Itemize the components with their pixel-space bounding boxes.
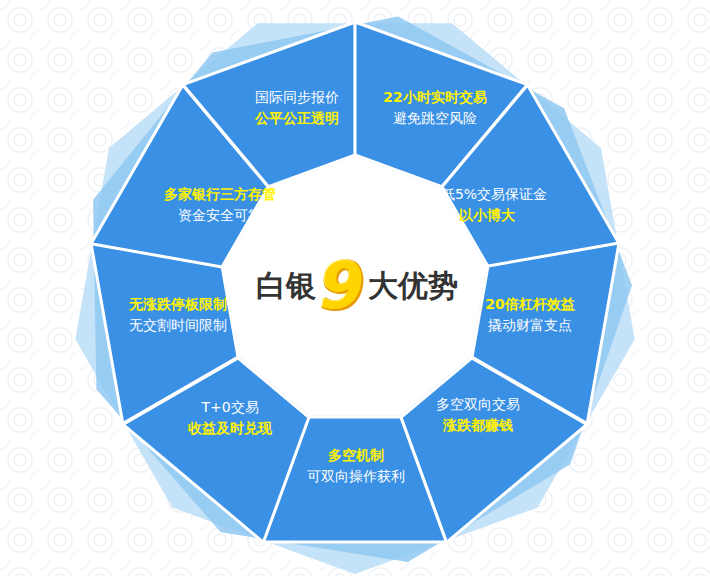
advantage-segment: 多家银行三方存管资金安全可靠 xyxy=(91,85,268,267)
body-text: 资金安全可靠 xyxy=(164,205,276,226)
segment-text: 多家银行三方存管资金安全可靠 xyxy=(164,184,276,226)
body-text: 撬动财富支点 xyxy=(485,315,574,336)
highlight-text: 22小时实时交易 xyxy=(383,87,486,108)
body-text: 避免跳空风险 xyxy=(383,108,486,129)
body-text: T+0交易 xyxy=(188,397,272,418)
segment-text: 无涨跌停板限制无交割时间限制 xyxy=(129,294,227,336)
highlight-text: 以小博大 xyxy=(427,205,547,226)
title-number: 9 xyxy=(320,251,365,321)
advantage-segment-shape xyxy=(442,85,619,267)
advantage-segment-outline xyxy=(442,85,619,267)
segment-text: 20倍杠杆效益撬动财富支点 xyxy=(485,294,574,336)
segment-text: T+0交易收益及时兑现 xyxy=(188,397,272,439)
highlight-text: 无涨跌停板限制 xyxy=(129,294,227,315)
advantage-segment: 最低5%交易保证金以小博大 xyxy=(442,85,619,267)
advantage-segment-outline xyxy=(91,243,238,424)
segment-text: 最低5%交易保证金以小博大 xyxy=(427,184,547,226)
segment-text: 多空双向交易涨跌都赚钱 xyxy=(436,394,520,436)
highlight-text: 涨跌都赚钱 xyxy=(436,415,520,436)
title-word: 白银 xyxy=(256,266,316,307)
advantage-segment-shape xyxy=(91,85,268,267)
highlight-text: 多空机制 xyxy=(307,445,405,466)
highlight-text: 公平公正透明 xyxy=(255,108,339,129)
highlight-text: 收益及时兑现 xyxy=(188,418,272,439)
body-text: 可双向操作获利 xyxy=(307,466,405,487)
body-text: 多空双向交易 xyxy=(436,394,520,415)
segment-text: 22小时实时交易避免跳空风险 xyxy=(383,87,486,129)
segment-text: 多空机制可双向操作获利 xyxy=(307,445,405,487)
highlight-text: 多家银行三方存管 xyxy=(164,184,276,205)
title-word: 大优势 xyxy=(368,266,458,307)
body-text: 最低5%交易保证金 xyxy=(427,184,547,205)
badge-title: 白银9大优势 xyxy=(256,251,459,321)
advantage-segment: 无涨跌停板限制无交割时间限制 xyxy=(91,243,238,424)
segment-text: 国际同步报价公平公正透明 xyxy=(255,87,339,129)
advantage-segment-outline xyxy=(91,85,268,267)
highlight-text: 20倍杠杆效益 xyxy=(485,294,574,315)
advantage-segment-shape xyxy=(91,243,238,424)
body-text: 无交割时间限制 xyxy=(129,315,227,336)
halo-polygon xyxy=(45,0,668,576)
body-text: 国际同步报价 xyxy=(255,87,339,108)
